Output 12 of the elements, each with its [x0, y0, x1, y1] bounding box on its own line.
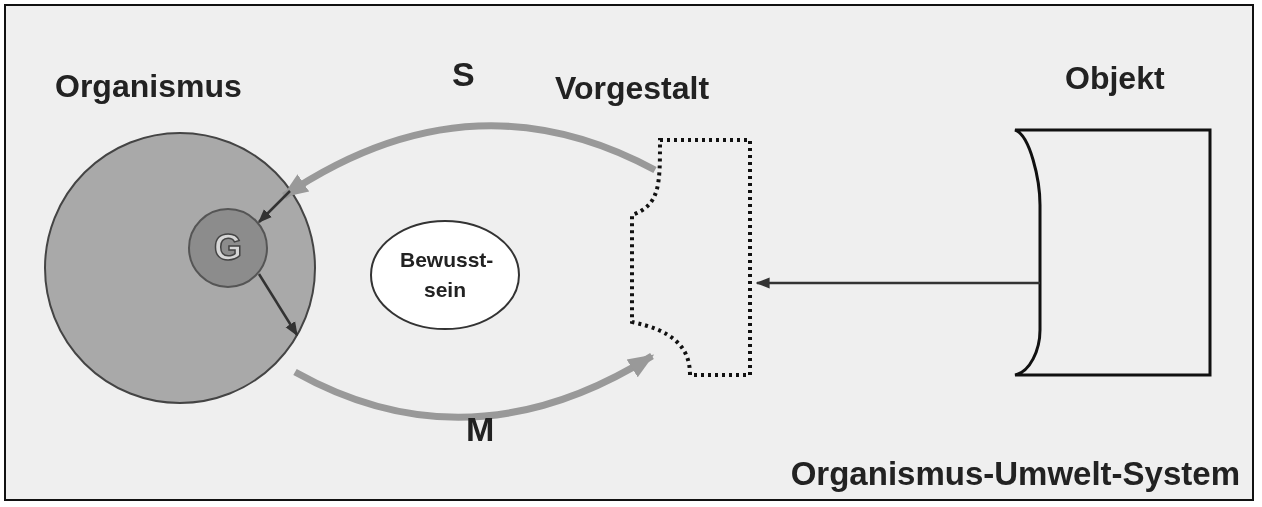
- arrow: [258, 190, 291, 223]
- node-label: G: [214, 227, 242, 269]
- arrow: [281, 122, 657, 199]
- arrow: [755, 277, 1040, 289]
- arrow: [293, 352, 655, 421]
- node-heading: Vorgestalt: [555, 70, 710, 107]
- node-heading: Organismus: [55, 68, 242, 105]
- system-label: Organismus-Umwelt-System: [790, 455, 1240, 493]
- node-heading: Objekt: [1065, 60, 1165, 97]
- edge-label: S: [452, 55, 475, 94]
- arrow: [257, 273, 299, 337]
- edge-label: M: [466, 410, 495, 449]
